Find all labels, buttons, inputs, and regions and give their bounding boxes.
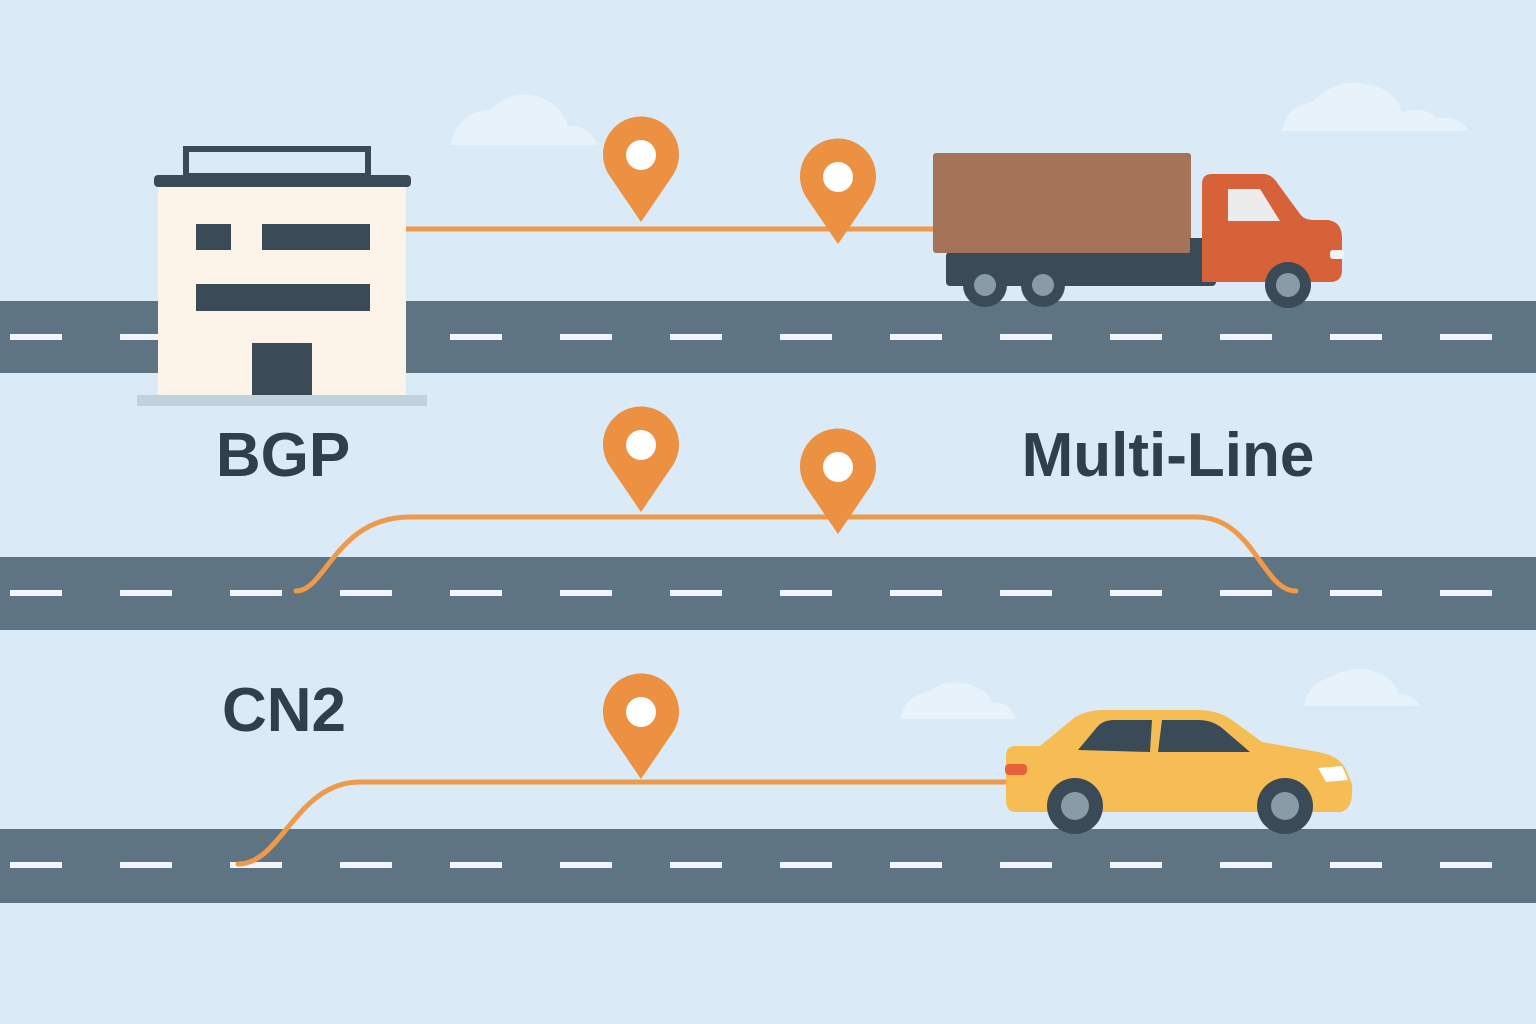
route-line-multi-line (293, 514, 1299, 594)
location-pin-icon (603, 673, 679, 779)
location-pin-icon (800, 138, 876, 244)
location-pin-icon (800, 428, 876, 534)
location-pin-icon (603, 406, 679, 512)
location-pin-icon (603, 116, 679, 222)
road-middle (0, 557, 1536, 630)
cloud-icon (900, 682, 1016, 719)
route-label-multi-line: Multi-Line (1022, 421, 1315, 490)
cloud-icon (450, 94, 598, 145)
route-label-bgp: BGP (216, 421, 350, 490)
building-icon (137, 146, 427, 406)
road-bottom (0, 829, 1536, 903)
truck-icon (933, 153, 1344, 308)
route-label-cn2: CN2 (222, 676, 346, 745)
route-line-cn2 (235, 779, 1013, 867)
cloud-icon (1304, 668, 1420, 706)
cloud-icon (1282, 82, 1468, 131)
car-icon (1005, 710, 1353, 834)
